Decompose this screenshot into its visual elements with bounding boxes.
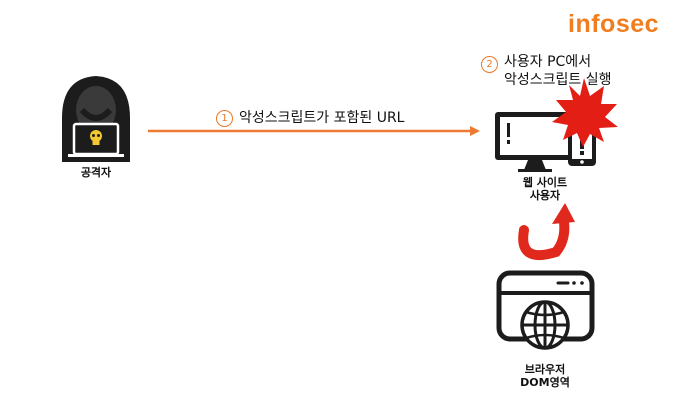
- browser-globe-icon: [496, 270, 595, 350]
- infosec-logo: infosec: [568, 10, 660, 38]
- monitor-phone-icon: [495, 112, 596, 172]
- browser-label-line2: DOM영역: [520, 376, 570, 389]
- step1-number: 1: [216, 110, 233, 127]
- browser-label-line1: 브라우저: [524, 363, 566, 376]
- hacker-icon: [62, 76, 130, 162]
- explosion-icon: [552, 78, 618, 147]
- step2-text-line1: 사용자 PC에서: [504, 54, 592, 70]
- website-label-line1: 웹 사이트: [522, 176, 568, 189]
- step1-text: 악성스크립트가 포함된 URL: [239, 110, 405, 126]
- step2-number: 2: [481, 56, 498, 73]
- step2-text-line2: 악성스크립트 실행: [504, 72, 612, 88]
- website-label-line2: 사용자: [529, 189, 561, 202]
- curved-arrow: [518, 203, 575, 261]
- attacker-label: 공격자: [80, 166, 112, 179]
